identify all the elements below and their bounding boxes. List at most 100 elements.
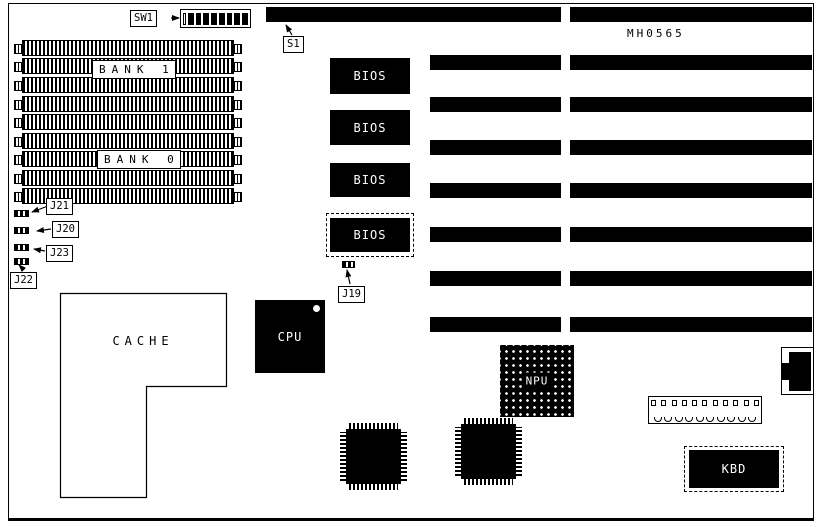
jumper-block-j22 bbox=[14, 258, 29, 265]
qfp-chip bbox=[340, 423, 407, 490]
dip-switch-segment bbox=[226, 12, 233, 25]
bios-socket-outline: BIOS bbox=[326, 213, 414, 257]
header-scallop bbox=[716, 417, 725, 422]
header-scallop bbox=[737, 417, 746, 422]
j19-label: J19 bbox=[338, 286, 365, 303]
keyboard-connector-plug bbox=[789, 352, 811, 391]
qfp-pins-right bbox=[516, 427, 522, 476]
j22-label: J22 bbox=[10, 272, 37, 289]
board-outline bbox=[8, 3, 814, 521]
cpu-label: CPU bbox=[277, 329, 303, 344]
memory-row bbox=[14, 96, 242, 112]
j20-label: J20 bbox=[52, 221, 79, 238]
kbd-socket-outline: KBD bbox=[684, 446, 784, 492]
qfp-chip bbox=[455, 418, 522, 485]
header-scallop bbox=[727, 417, 736, 422]
jumper-block-j21 bbox=[14, 210, 29, 217]
jumper-block-j19 bbox=[342, 261, 355, 268]
memory-row bbox=[14, 114, 242, 130]
bios-chip: BIOS bbox=[330, 163, 410, 197]
header-pin bbox=[651, 400, 656, 406]
header-pin bbox=[712, 400, 718, 406]
dip-switch-segment bbox=[195, 12, 202, 25]
bank1-label: BANK 1 bbox=[92, 60, 176, 79]
qfp-chip-body bbox=[346, 429, 401, 484]
j21-label: J21 bbox=[46, 198, 73, 215]
sw1-label: SW1 bbox=[130, 10, 157, 27]
header-pin bbox=[743, 400, 749, 406]
pin-header-scallops bbox=[654, 417, 756, 422]
memory-row bbox=[14, 188, 242, 204]
dip-switch-marker bbox=[183, 12, 186, 25]
header-scallop bbox=[654, 417, 662, 422]
dip-switch-segment bbox=[203, 12, 210, 25]
header-scallop bbox=[695, 417, 704, 422]
kbd-chip: KBD bbox=[689, 450, 779, 488]
expansion-slot-segment bbox=[430, 317, 561, 332]
keyboard-connector-tab bbox=[782, 363, 790, 380]
qfp-pins-top bbox=[464, 418, 513, 424]
expansion-slot-segment bbox=[570, 55, 812, 70]
dip-switch-sw1 bbox=[180, 9, 251, 28]
expansion-slot-segment bbox=[430, 227, 561, 242]
bios-chip: BIOS bbox=[330, 58, 410, 94]
pin-header-connector bbox=[648, 396, 762, 424]
expansion-slot-segment bbox=[570, 271, 812, 286]
header-pin bbox=[681, 400, 687, 406]
dip-switch-segment bbox=[187, 12, 194, 25]
header-pin bbox=[723, 400, 729, 406]
memory-row bbox=[14, 133, 242, 149]
cache-region-label: CACHE bbox=[112, 334, 174, 348]
cpu-chip: CPU bbox=[255, 300, 325, 373]
header-scallop bbox=[747, 417, 756, 422]
cpu-pin1-dot bbox=[313, 305, 320, 312]
header-pin bbox=[661, 400, 667, 406]
jumper-block-j20 bbox=[14, 227, 29, 234]
bios-chip: BIOS bbox=[330, 218, 410, 252]
memory-row bbox=[14, 40, 242, 56]
header-pin bbox=[671, 400, 677, 406]
qfp-pins-left bbox=[340, 432, 346, 481]
memory-row bbox=[14, 170, 242, 186]
expansion-slot-segment bbox=[430, 271, 561, 286]
qfp-pins-left bbox=[455, 427, 461, 476]
bios-chip: BIOS bbox=[330, 110, 410, 145]
expansion-slot-segment bbox=[430, 140, 561, 155]
expansion-slot-segment bbox=[430, 183, 561, 198]
header-pin bbox=[692, 400, 698, 406]
jumper-block-j23 bbox=[14, 244, 29, 251]
expansion-slot-segment bbox=[570, 227, 812, 242]
dip-switch-segment bbox=[211, 12, 217, 25]
expansion-slot-segment bbox=[570, 140, 812, 155]
qfp-pins-right bbox=[401, 432, 407, 481]
bank0-label: BANK 0 bbox=[97, 150, 181, 169]
qfp-chip-body bbox=[461, 424, 516, 479]
header-scallop bbox=[706, 417, 715, 422]
header-scallop bbox=[674, 417, 683, 422]
expansion-slot-segment bbox=[570, 183, 812, 198]
expansion-slot-segment bbox=[266, 7, 561, 22]
expansion-slot-segment bbox=[570, 97, 812, 112]
header-pin bbox=[753, 400, 759, 406]
pin-header-pins bbox=[651, 400, 759, 406]
header-pin bbox=[733, 400, 739, 406]
qfp-pins-top bbox=[349, 423, 398, 429]
header-scallop bbox=[685, 417, 694, 422]
dip-switch-segment bbox=[234, 12, 241, 25]
qfp-pins-bottom bbox=[464, 479, 513, 485]
part-number-label: MH0565 bbox=[627, 27, 685, 40]
npu-chip: NPU bbox=[500, 345, 574, 417]
keyboard-connector bbox=[781, 347, 814, 395]
header-pin bbox=[702, 400, 708, 406]
expansion-slot-segment bbox=[430, 97, 561, 112]
header-scallop bbox=[664, 417, 673, 422]
expansion-slot-segment bbox=[570, 7, 812, 22]
dip-switch-segment bbox=[242, 12, 248, 25]
j23-label: J23 bbox=[46, 245, 73, 262]
npu-label: NPU bbox=[522, 372, 552, 390]
qfp-pins-bottom bbox=[349, 484, 398, 490]
expansion-slot-segment bbox=[430, 55, 561, 70]
dip-switch-segment bbox=[218, 12, 225, 25]
memory-row bbox=[14, 77, 242, 93]
